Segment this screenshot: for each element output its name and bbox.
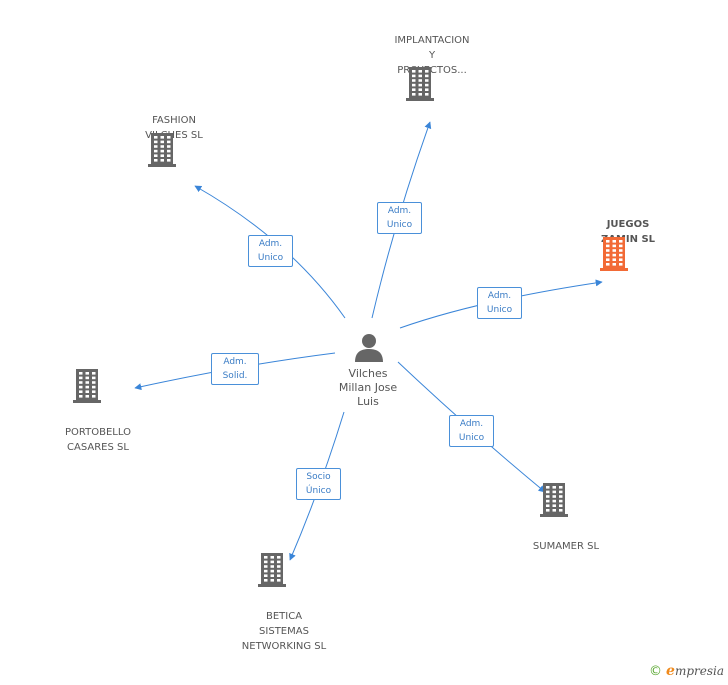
company-label[interactable]: BETICA SISTEMAS NETWORKING SL bbox=[241, 611, 327, 652]
building-icon[interactable] bbox=[539, 483, 569, 517]
company-label[interactable]: IMPLANTACION Y PROYECTOS... bbox=[394, 35, 470, 76]
relation-label-fashion[interactable]: Adm. Unico bbox=[248, 235, 293, 267]
person-icon[interactable] bbox=[354, 332, 384, 362]
building-icon[interactable] bbox=[72, 369, 102, 403]
person-label[interactable]: Vilches Millan Jose Luis bbox=[338, 367, 398, 408]
building-icon[interactable] bbox=[405, 67, 435, 101]
footer-brand: ©empresia bbox=[649, 663, 724, 679]
relation-label-betica[interactable]: Socio Único bbox=[296, 468, 341, 500]
copyright-icon: © bbox=[649, 664, 663, 679]
building-icon[interactable] bbox=[257, 553, 287, 587]
relation-label-implantacion[interactable]: Adm. Unico bbox=[377, 202, 422, 234]
relation-label-portobello[interactable]: Adm. Solid. bbox=[211, 353, 259, 385]
company-label[interactable]: PORTOBELLO CASARES SL bbox=[65, 427, 131, 453]
brand-logo: empresia bbox=[666, 663, 724, 679]
relation-label-juegos[interactable]: Adm. Unico bbox=[477, 287, 522, 319]
building-icon[interactable] bbox=[599, 237, 629, 271]
building-icon[interactable] bbox=[147, 133, 177, 167]
company-label[interactable]: SUMAMER SL bbox=[532, 541, 600, 552]
relation-label-sumamer[interactable]: Adm. Unico bbox=[449, 415, 494, 447]
